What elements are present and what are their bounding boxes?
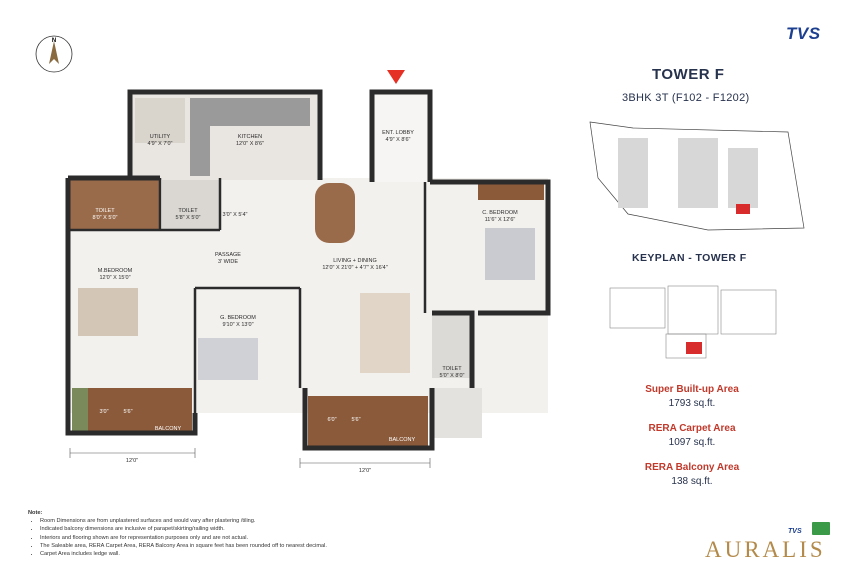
toilet3-dim: 5'0" X 8'0" (440, 373, 465, 379)
floor-plan: UTILITY 4'9" X 7'0" KITCHEN 12'0" X 8'6"… (65, 89, 551, 474)
m-bed (78, 288, 138, 336)
g-bed (198, 338, 258, 380)
balcony2-a: 6'0" (327, 417, 336, 423)
kitchen-dim: 12'0" X 8'6" (236, 141, 264, 147)
keyplan-title: KEYPLAN - TOWER F (632, 252, 747, 264)
note-item: Interiors and flooring shown are for rep… (40, 534, 327, 542)
rera-balcony-value: 138 sq.ft. (671, 476, 713, 487)
g-bedroom-dim: 9'10" X 13'0" (222, 322, 253, 328)
rera-carpet-value: 1097 sq.ft. (668, 437, 716, 448)
auralis-logo: AURALIS (705, 537, 826, 562)
tower-title: TOWER F (652, 66, 725, 83)
c-bedroom-dim: 11'6" X 12'6" (485, 217, 516, 223)
balcony2-width: 12'0" (359, 468, 371, 474)
notes-title: Note: (28, 510, 43, 516)
logo-badge-icon (812, 522, 830, 535)
super-builtup-label: Super Built-up Area (645, 384, 739, 395)
tower-subtitle: 3BHK 3T (F102 - F1202) (622, 92, 750, 104)
balcony2-name: BALCONY (389, 437, 416, 443)
site-plan (589, 121, 805, 231)
note-item: Indicated balcony dimensions are inclusi… (40, 525, 327, 533)
living-name: LIVING + DINING (333, 258, 377, 264)
balcony1-width: 12'0" (126, 458, 138, 464)
m-bedroom-name: M.BEDROOM (98, 268, 133, 274)
m-bedroom-dim: 12'0" X 15'0" (99, 275, 130, 281)
tower-f-highlight (736, 204, 750, 214)
ent-lobby-dim: 4'9" X 8'6" (386, 137, 411, 143)
kitchen-name: KITCHEN (238, 134, 262, 140)
note-item: Carpet Area includes ledge wall. (40, 550, 327, 558)
notes: Note: Room Dimensions are from unplaster… (28, 509, 327, 558)
utility-name: UTILITY (150, 134, 171, 140)
super-builtup-value: 1793 sq.ft. (668, 398, 716, 409)
toilet1-name: TOILET (95, 208, 115, 214)
small-dim: 3'0" X 5'4" (223, 212, 248, 218)
keyplan (609, 285, 777, 359)
c-bed (485, 228, 535, 280)
toilet2-dim: 5'8" X 5'0" (176, 215, 201, 221)
toilet2-name: TOILET (178, 208, 198, 214)
north-compass-icon: N (34, 34, 74, 79)
balcony1-a: 3'0" (99, 409, 108, 415)
balcony1-name: BALCONY (155, 426, 182, 432)
toilet1-dim: 8'0" X 5'0" (93, 215, 118, 221)
compass-letter: N (52, 38, 56, 44)
c-bedroom-name: C. BEDROOM (482, 210, 518, 216)
living-dim: 12'0" X 21'0" + 4'7" X 16'4" (322, 265, 387, 271)
rera-balcony-label: RERA Balcony Area (644, 462, 740, 473)
logo-tvs: TVS (788, 528, 802, 535)
entrance-arrow-icon (387, 70, 405, 84)
utility-dim: 4'9" X 7'0" (148, 141, 173, 147)
unit-highlight (686, 342, 702, 354)
passage-dim: 3' WIDE (218, 259, 238, 265)
note-item: The Saleable area, RERA Carpet Area, RER… (40, 542, 327, 550)
rera-carpet-label: RERA Carpet Area (648, 423, 736, 434)
balcony2-b: 5'6" (351, 417, 360, 423)
g-bedroom-name: G. BEDROOM (220, 315, 256, 321)
ent-lobby-name: ENT. LOBBY (382, 130, 414, 136)
brand-logo: TVS (786, 24, 821, 43)
note-item: Room Dimensions are from unplastered sur… (40, 517, 327, 525)
toilet3-name: TOILET (442, 366, 462, 372)
passage-name: PASSAGE (215, 252, 241, 258)
balcony1-b: 5'6" (123, 409, 132, 415)
